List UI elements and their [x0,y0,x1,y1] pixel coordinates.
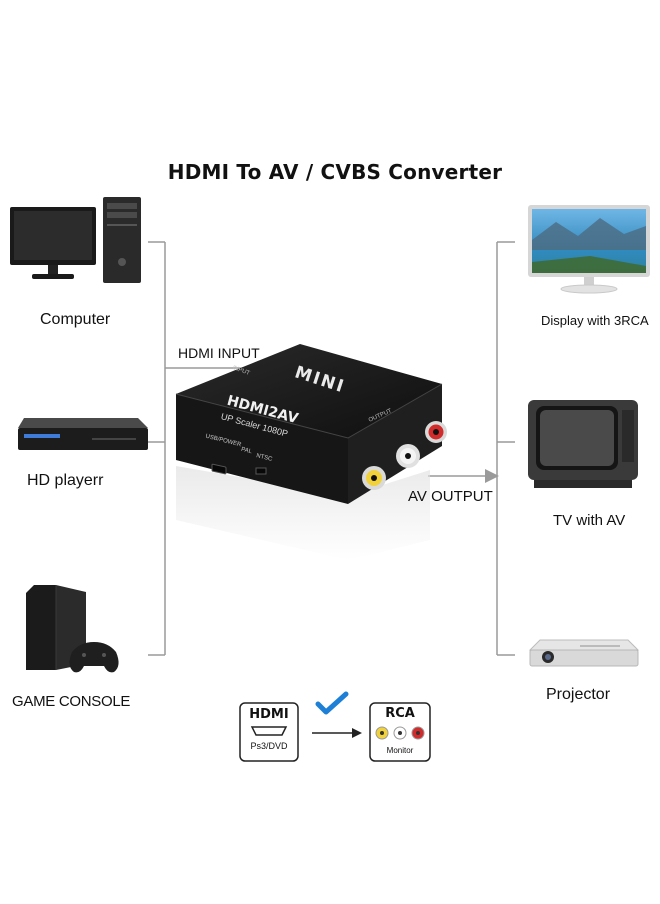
crt-tv-icon [528,400,638,488]
bluray-player-icon [18,418,148,450]
hdmi2av-converter-device [175,344,447,504]
badge-arrow-head [352,728,362,738]
rca-badge [369,702,431,762]
display-monitor-icon [528,205,650,294]
av-output-arrowhead [485,469,499,483]
computer-tower-icon [103,197,141,283]
source-label-hd-player: HD playerr [27,472,104,489]
rca-jacks [362,421,447,490]
av-output-label: AV OUTPUT [408,488,493,505]
output-label-projector: Projector [546,686,611,703]
output-label-tv: TV with AV [553,512,626,529]
computer-monitor-icon [10,207,96,279]
rca-badge-sub: Monitor [386,746,414,755]
right-connector-lines [428,241,515,656]
hdmi-input-label: HDMI INPUT [178,345,260,361]
output-label-display: Display with 3RCA [541,313,649,328]
source-label-computer: Computer [40,311,111,328]
game-controller-icon [69,642,119,673]
check-icon [315,691,349,715]
hdmi-badge [239,702,299,762]
rca-badge-title: RCA [385,706,415,721]
hdmi-badge-title: HDMI [249,707,289,722]
hdmi-badge-sub: Ps3/DVD [250,741,288,751]
projector-icon [528,639,640,667]
source-label-game-console: GAME CONSOLE [12,693,131,710]
device-reflection [176,466,430,560]
diagram-title: HDMI To AV / CVBS Converter [167,160,503,184]
